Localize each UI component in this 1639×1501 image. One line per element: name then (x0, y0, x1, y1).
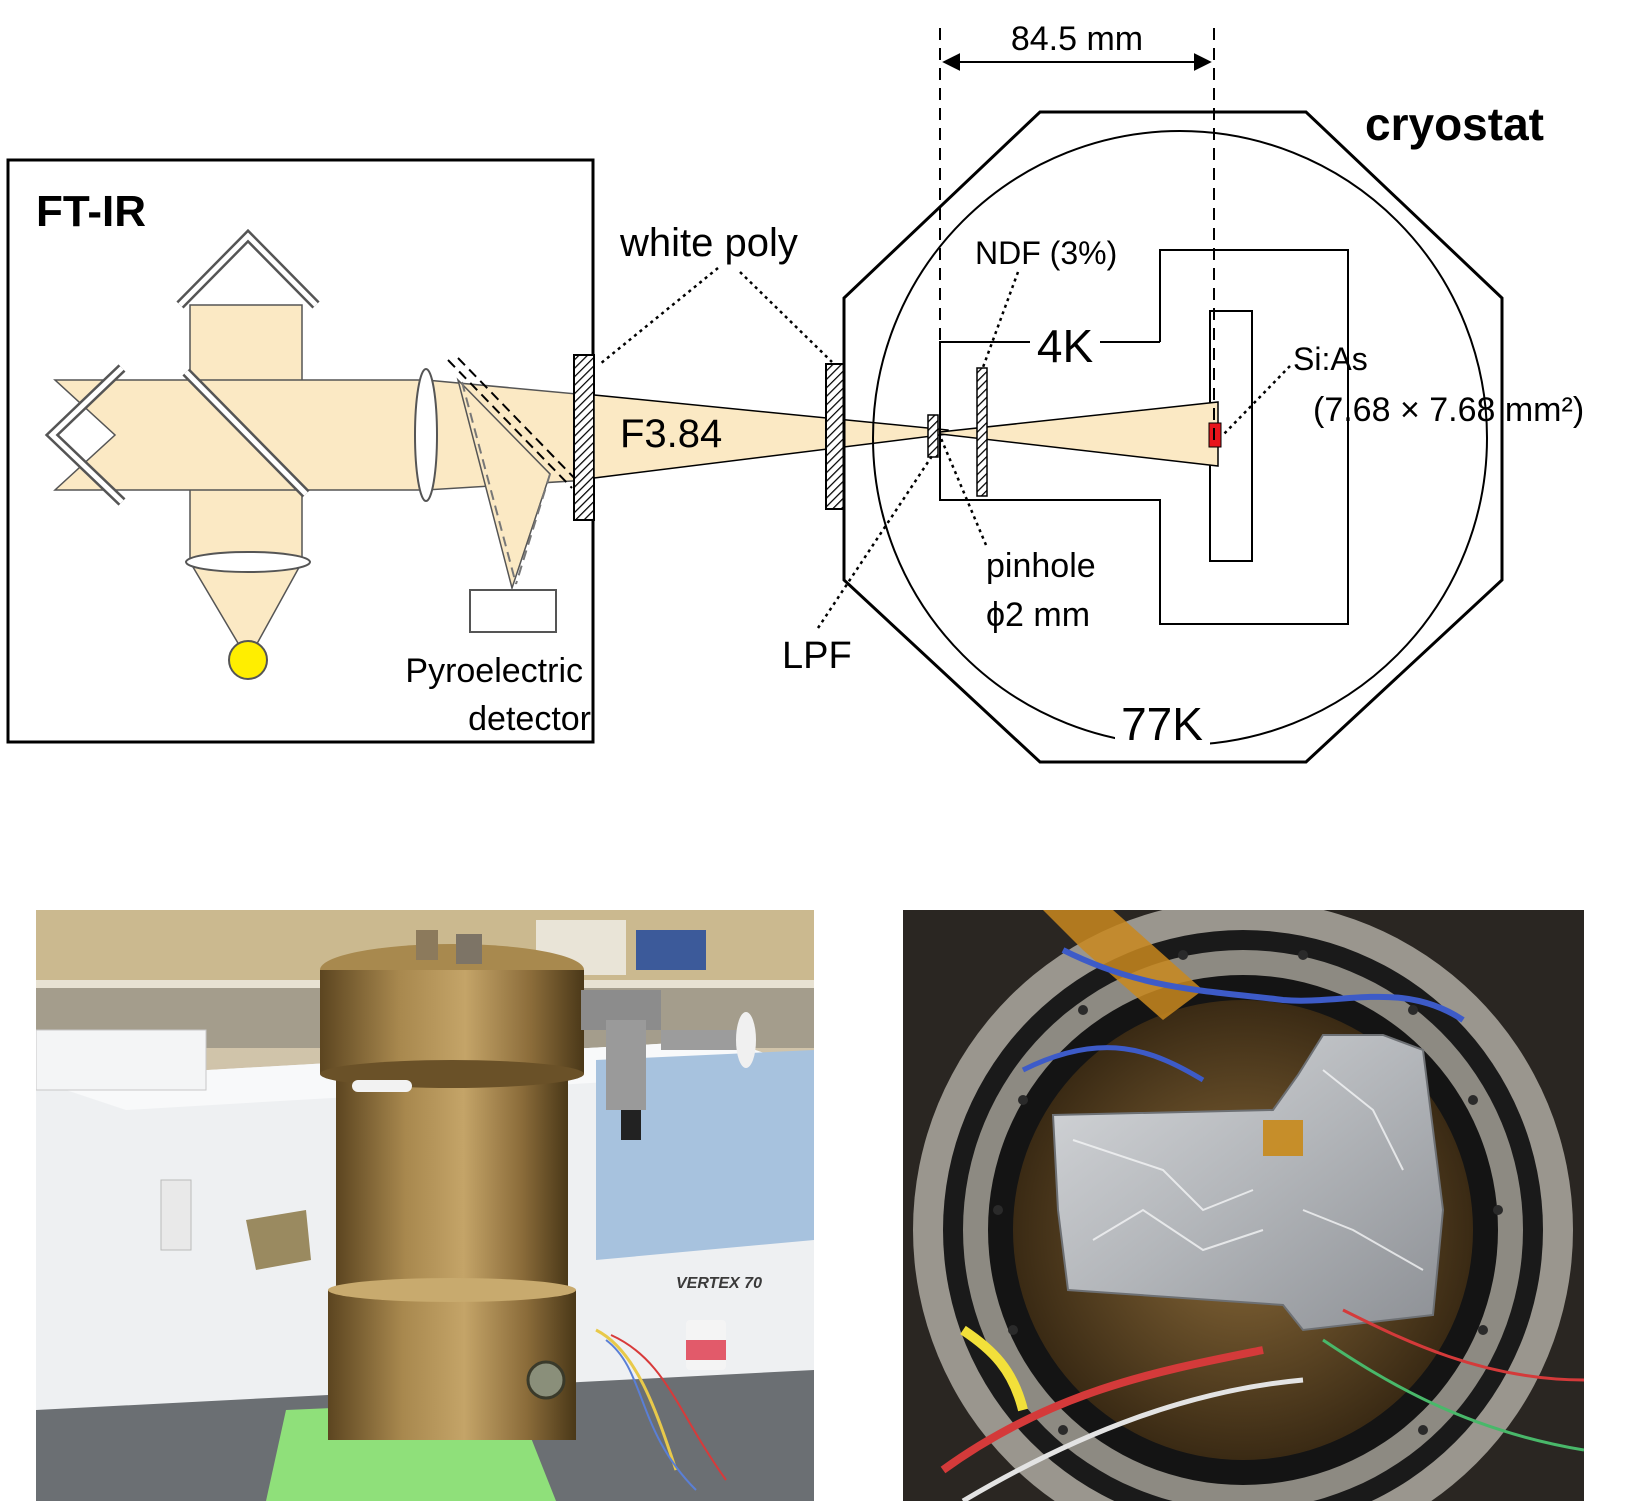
detector-name: Si:As (1293, 341, 1368, 377)
pinhole-size: ϕ2 mm (986, 596, 1090, 634)
dimension-lines (939, 28, 1215, 440)
interferometer-beams (53, 304, 589, 662)
ndf-label: NDF (3%) (975, 235, 1117, 271)
white-poly-leaders (599, 267, 833, 365)
switch-mirror (447, 357, 583, 585)
optical-setup-diagram: FT-IR Pyroelectric detector F3.84 (6, 20, 1584, 764)
pyro-label-line1: Pyroelectric (405, 652, 583, 690)
lpf-label: LPF (782, 635, 852, 677)
pyroelectric-detector (469, 589, 557, 633)
cryostat-outer (842, 110, 1504, 764)
cryostat-window (825, 363, 845, 510)
pinhole-leader (938, 435, 988, 546)
light-source (228, 640, 268, 680)
lpf-filter (927, 414, 939, 458)
stage-4k-label: 4K (1037, 320, 1094, 372)
ndf-filter (976, 367, 988, 497)
roof-mirror-top (176, 228, 320, 309)
ndf-leader (980, 271, 1020, 371)
white-poly-label: white poly (619, 221, 798, 265)
stage-77k-label: 77K (1121, 698, 1203, 750)
dimension-label: 84.5 mm (1011, 20, 1143, 58)
instrument-model-text: VERTEX 70 (676, 1275, 762, 1292)
ftir-window (573, 354, 595, 521)
photo-cryostat-on-ftir: VERTEX 70 (36, 910, 814, 1501)
detector-leader (1221, 365, 1291, 437)
ftir-label: FT-IR (36, 187, 146, 236)
pyro-label-line2: detector (468, 700, 591, 738)
foil-wrapped-stage (1051, 1034, 1445, 1332)
condenser-lens (185, 551, 311, 573)
detector-size: (7.68 × 7.68 mm²) (1313, 391, 1584, 429)
f-number-label: F3.84 (620, 412, 722, 456)
pinhole-label: pinhole (986, 547, 1096, 585)
cryostat-label: cryostat (1365, 98, 1544, 150)
collimator-lens (414, 368, 438, 502)
photo-cryostat-interior (903, 910, 1584, 1501)
